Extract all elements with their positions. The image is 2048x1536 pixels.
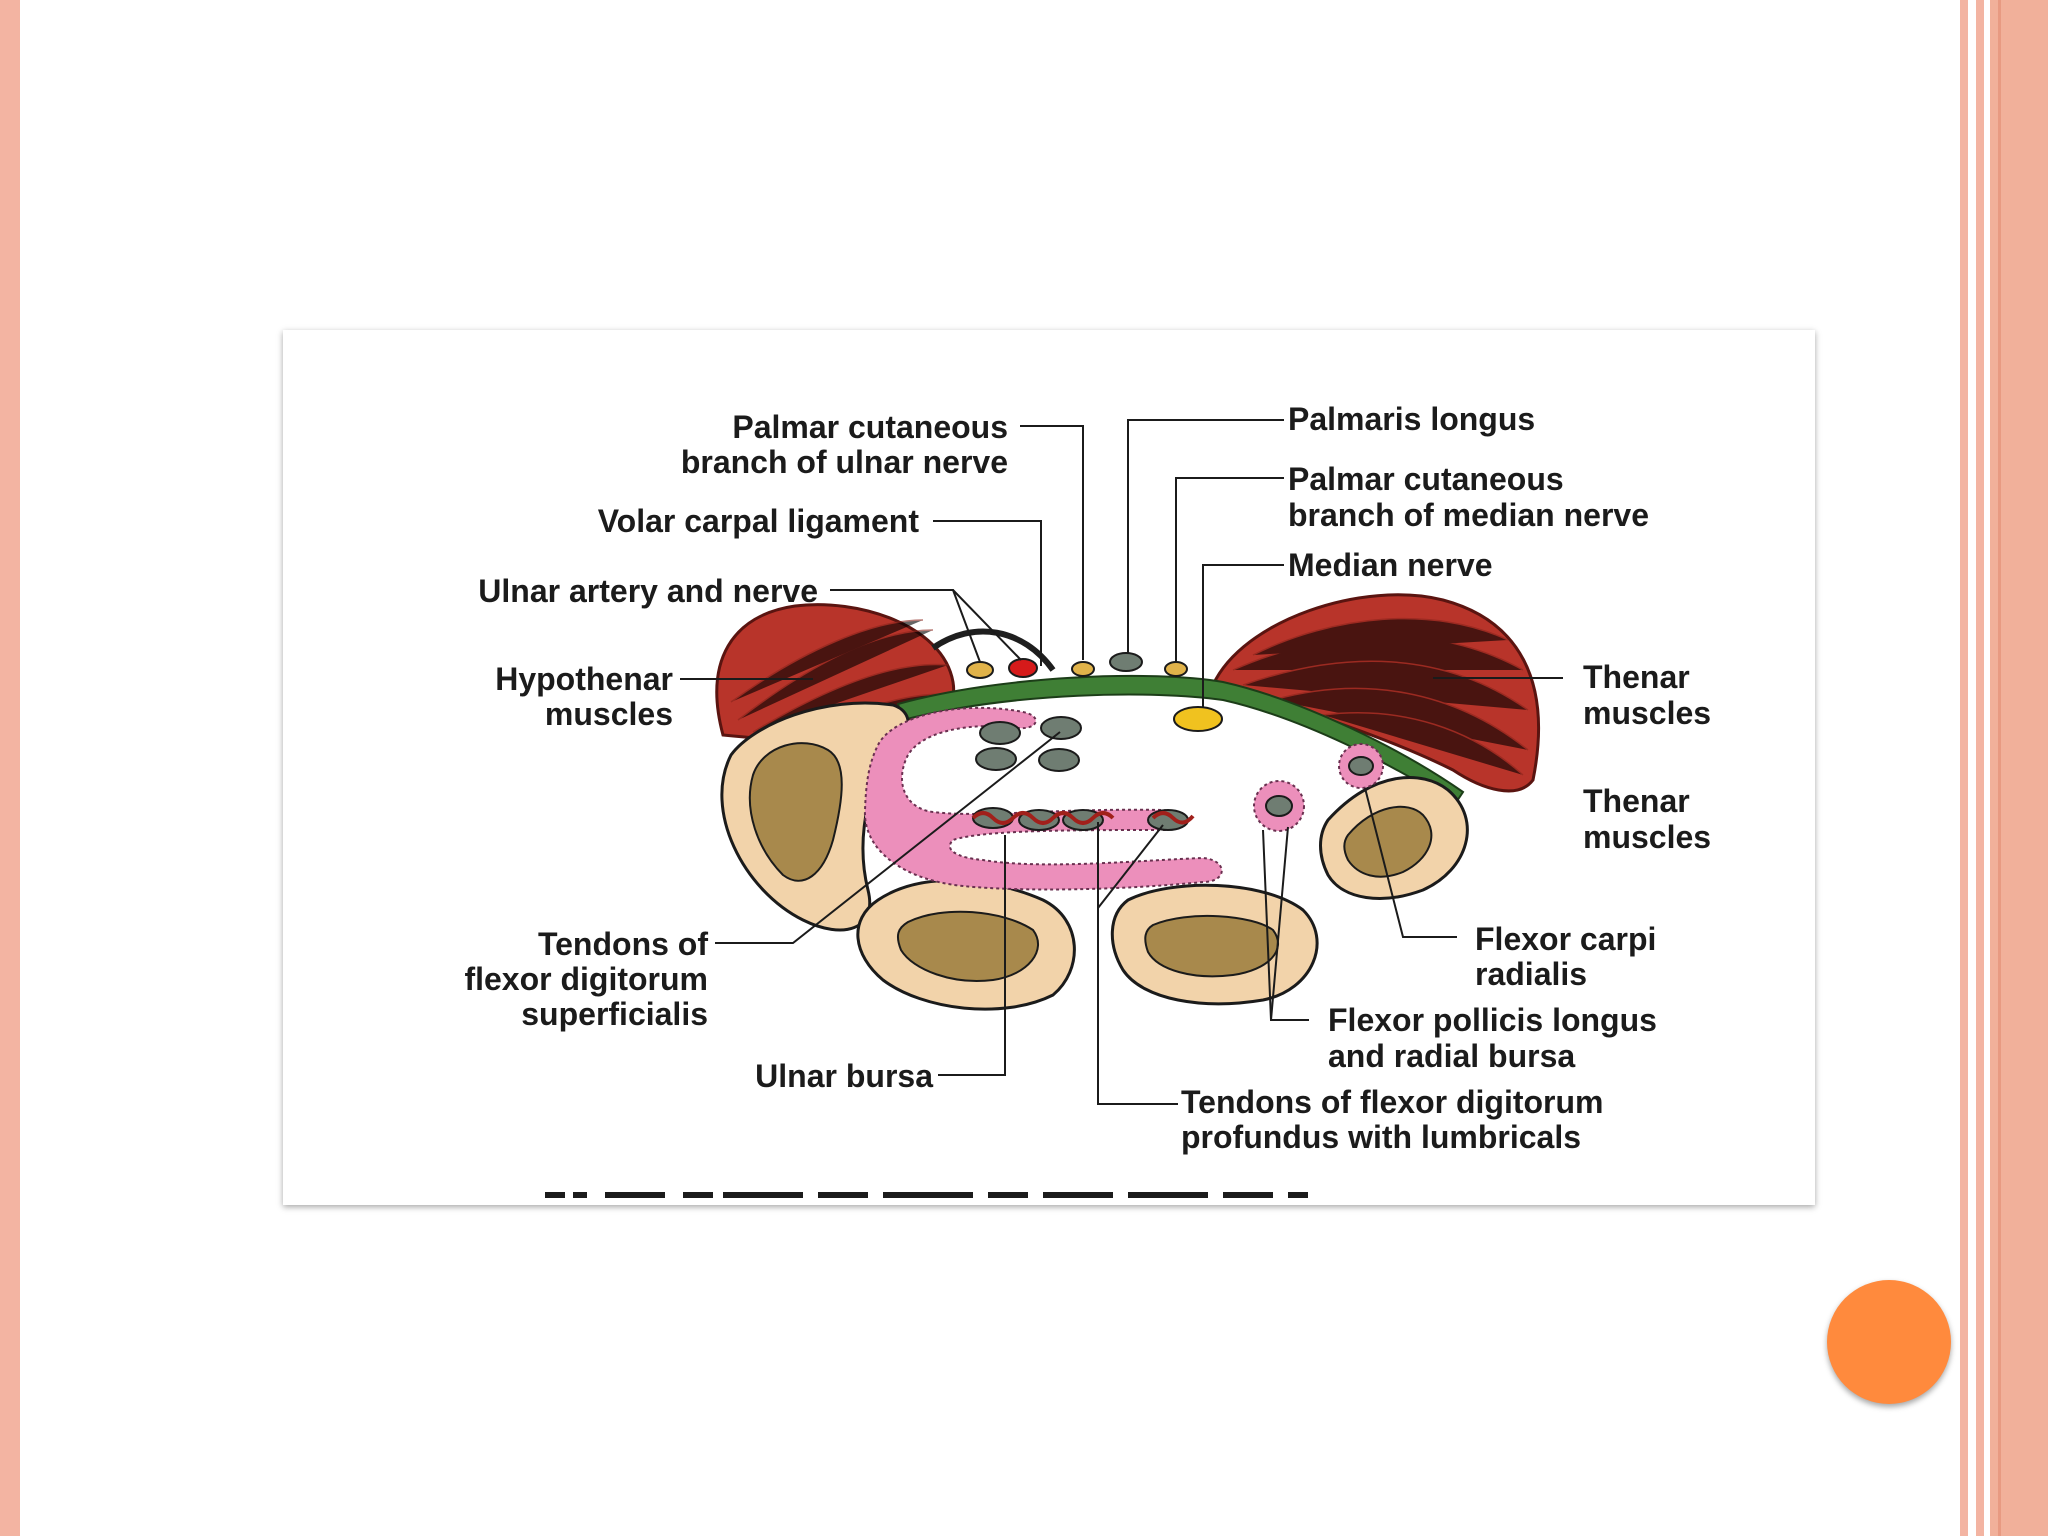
ulnar-artery (1008, 658, 1038, 678)
label-hypothenar-2: muscles (545, 696, 673, 732)
label-fdp-1: Tendons of flexor digitorum (1181, 1084, 1604, 1120)
label-ulnar-bursa: Ulnar bursa (755, 1058, 933, 1094)
cropped-caption-remnant (545, 1192, 1308, 1198)
slide-right-border (1956, 0, 2048, 1536)
label-fds-3: superficialis (521, 996, 708, 1032)
palmar-cutaneous-ulnar-branch (1071, 661, 1095, 677)
label-thenar-a-2: muscles (1583, 695, 1711, 731)
ulnar-bursa (863, 706, 1223, 891)
label-palmar-cutaneous-median-1: Palmar cutaneous (1288, 461, 1564, 497)
label-fpl-2: and radial bursa (1328, 1038, 1575, 1074)
label-fcr-2: radialis (1475, 956, 1587, 992)
palmaris-longus-tendon (1109, 652, 1143, 672)
label-palmar-cutaneous-median-2: branch of median nerve (1288, 497, 1649, 533)
flexor-pollicis-longus (1253, 780, 1305, 832)
fds-tendons (975, 716, 1082, 772)
flexor-carpi-radialis (1338, 743, 1384, 789)
median-nerve (1173, 706, 1223, 732)
label-fpl-1: Flexor pollicis longus (1328, 1002, 1657, 1038)
slide-left-border (0, 0, 20, 1536)
label-fcr-1: Flexor carpi (1475, 921, 1656, 957)
fdp-tendons (971, 807, 1195, 831)
label-volar-carpal-ligament: Volar carpal ligament (598, 503, 920, 539)
ulnar-nerve (966, 661, 994, 679)
slide-accent-circle (1827, 1280, 1951, 1404)
carpal-bones (720, 701, 1469, 1011)
label-palmar-cutaneous-ulnar-1: Palmar cutaneous (732, 409, 1008, 445)
label-fds-1: Tendons of (538, 926, 708, 962)
palmar-cutaneous-median-branch (1164, 661, 1188, 677)
label-ulnar-artery-nerve: Ulnar artery and nerve (478, 573, 818, 609)
label-thenar-b-1: Thenar (1583, 783, 1690, 819)
label-palmar-cutaneous-ulnar-2: branch of ulnar nerve (681, 444, 1008, 480)
anatomy-figure: Palmar cutaneous branch of ulnar nerve V… (283, 330, 1815, 1205)
label-thenar-b-2: muscles (1583, 819, 1711, 855)
label-fds-2: flexor digitorum (464, 961, 708, 997)
label-palmaris-longus: Palmaris longus (1288, 401, 1535, 437)
label-fdp-2: profundus with lumbricals (1181, 1119, 1581, 1155)
label-median-nerve: Median nerve (1288, 547, 1493, 583)
wrist-cross-section-diagram: Palmar cutaneous branch of ulnar nerve V… (464, 401, 1711, 1198)
label-hypothenar-1: Hypothenar (495, 661, 673, 697)
label-thenar-a-1: Thenar (1583, 659, 1690, 695)
